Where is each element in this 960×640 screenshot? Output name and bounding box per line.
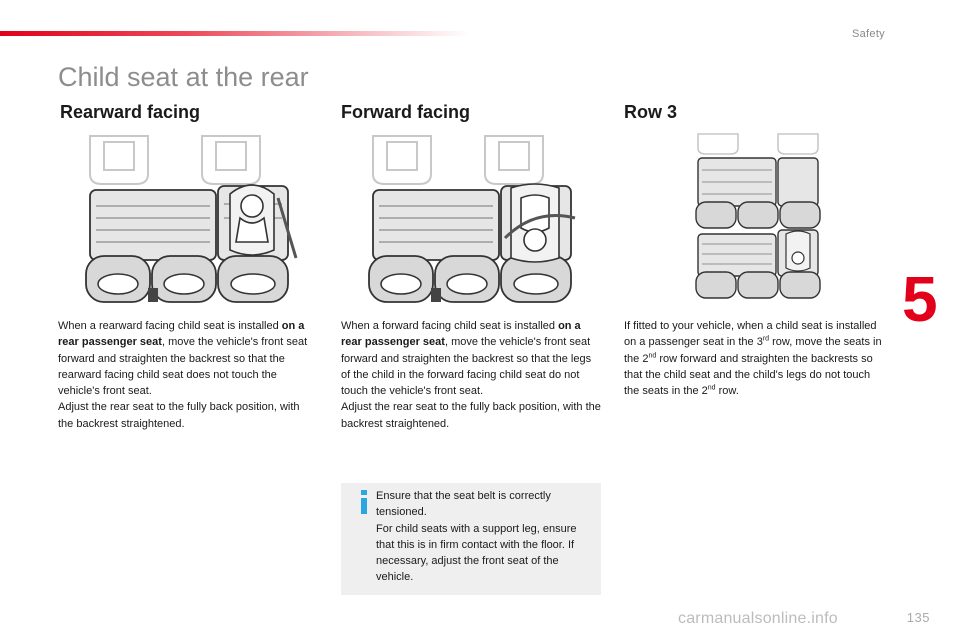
heading-rearward-facing: Rearward facing	[60, 102, 201, 122]
paragraph: If fitted to your vehicle, when a child …	[624, 318, 884, 399]
emphasis-text: on a rear passenger seat	[341, 320, 581, 349]
paragraph: When a forward facing child seat is inst…	[341, 318, 603, 399]
page-number: 135	[906, 610, 930, 625]
heading-row-3: Row 3	[624, 102, 678, 122]
page-title: Child seat at the rear	[58, 62, 309, 92]
note-line: For child seats with a support leg, ensu…	[376, 522, 577, 584]
superscript: nd	[648, 351, 657, 359]
text: Adjust the rear seat to the fully back p…	[341, 401, 601, 430]
forward-facing-instructions: When a forward facing child seat is inst…	[341, 318, 603, 432]
text: When a forward facing child seat is inst…	[341, 320, 559, 332]
row-3-instructions: If fitted to your vehicle, when a child …	[624, 318, 884, 399]
text: If fitted to your vehicle, when a child …	[624, 320, 877, 349]
superscript: nd	[707, 384, 716, 392]
text: row forward and straighten the backrests…	[624, 352, 873, 398]
rear-seat-rearward-facing-child-seat-diagram	[85, 135, 298, 303]
text: When a rearward facing child seat is ins…	[58, 320, 282, 332]
text: Adjust the rear seat to the fully back p…	[58, 401, 300, 430]
info-note-text: Ensure that the seat belt is correctly t…	[376, 488, 591, 586]
text: , move the vehicle's front seat forward …	[58, 336, 308, 398]
paragraph: Adjust the rear seat to the fully back p…	[58, 399, 313, 432]
header-accent-bar	[0, 31, 470, 36]
heading-forward-facing: Forward facing	[341, 102, 471, 122]
paragraph: When a rearward facing child seat is ins…	[58, 318, 313, 399]
superscript: rd	[762, 335, 770, 343]
text: , move the vehicle's front seat forward …	[341, 336, 592, 398]
rear-seat-forward-facing-child-seat-diagram	[368, 135, 576, 303]
rearward-facing-instructions: When a rearward facing child seat is ins…	[58, 318, 313, 432]
watermark: carmanualsonline.info	[678, 610, 838, 627]
emphasis-text: on a rear passenger seat	[58, 320, 305, 349]
paragraph: Adjust the rear seat to the fully back p…	[341, 399, 603, 432]
note-line: Ensure that the seat belt is correctly t…	[376, 490, 551, 519]
chapter-number: 5	[902, 263, 938, 335]
info-note: Ensure that the seat belt is correctly t…	[341, 483, 601, 595]
text: row, move the seats in the 2	[624, 336, 882, 365]
third-row-child-seat-diagram	[695, 133, 821, 299]
text: row.	[715, 385, 739, 398]
section-label: Safety	[852, 28, 885, 40]
info-icon	[361, 490, 367, 514]
